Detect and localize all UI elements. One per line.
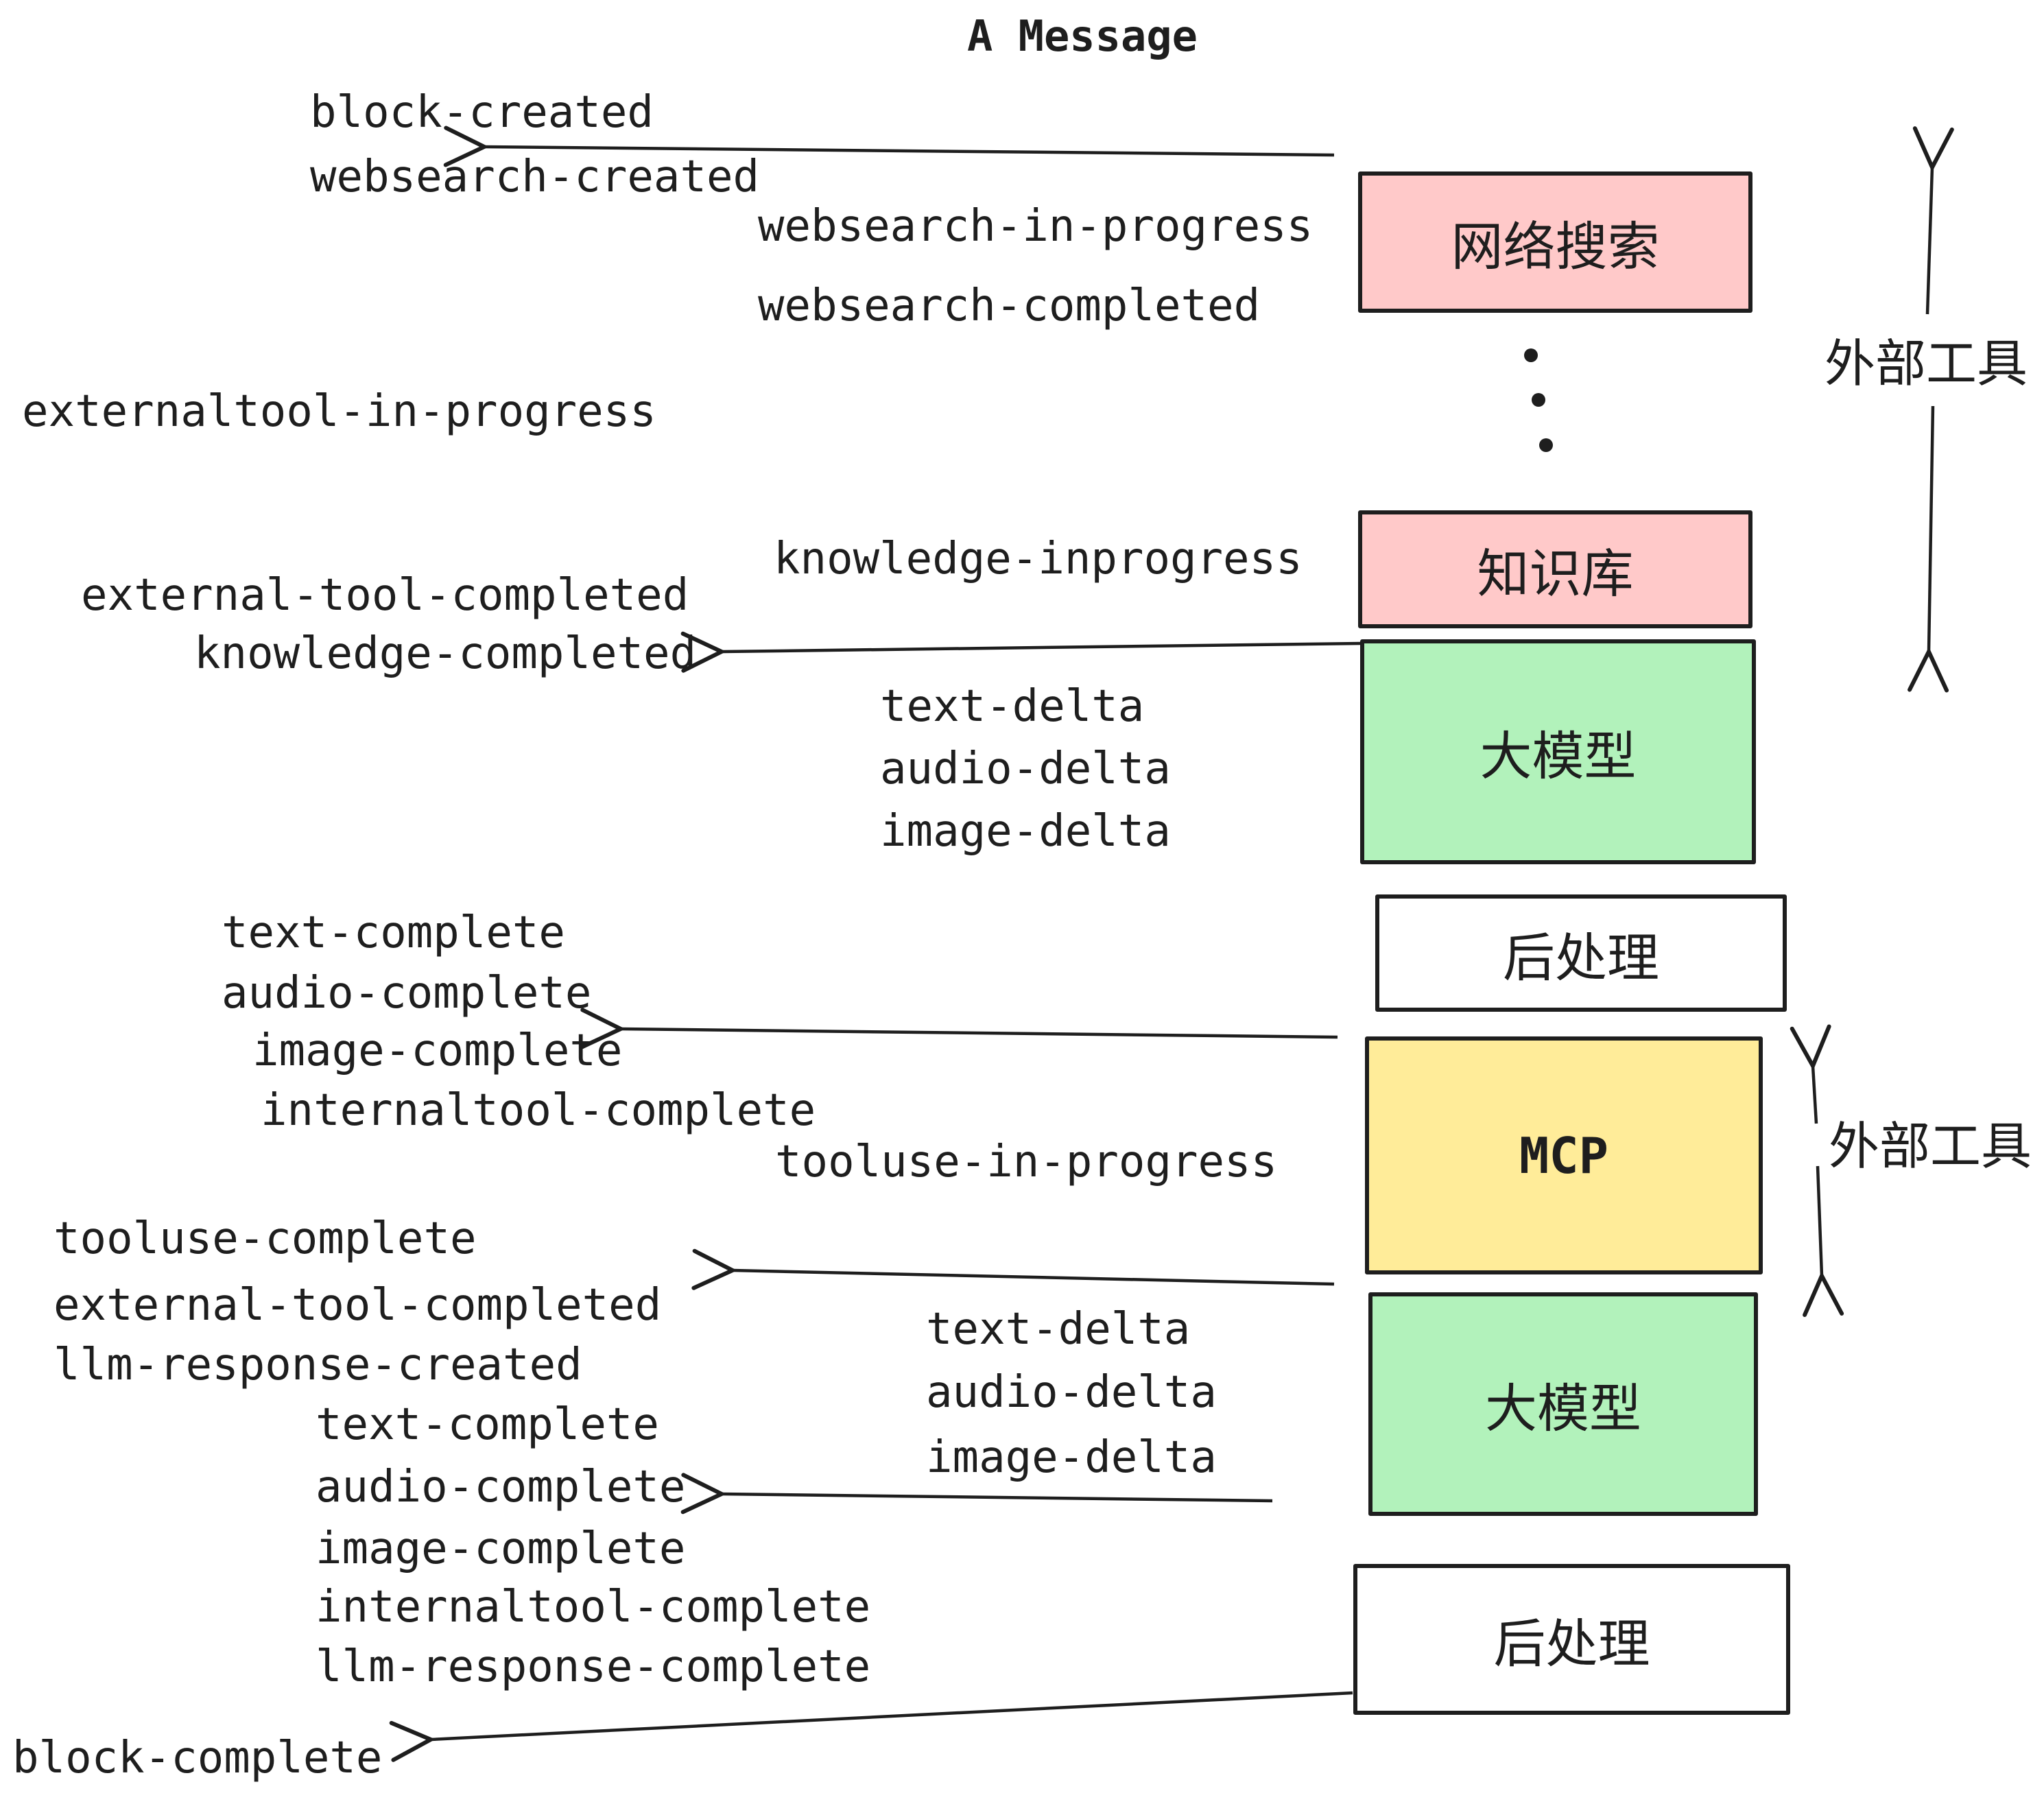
event-image-delta-1: image-delta bbox=[880, 806, 1171, 857]
event-audio-delta-2: audio-delta bbox=[926, 1367, 1217, 1418]
arrow-to-knowledge-completed bbox=[722, 643, 1362, 652]
event-knowledge-completed: knowledge-completed bbox=[194, 628, 697, 679]
box-knowledge-label: 知识库 bbox=[1477, 545, 1634, 604]
box-mcp-label: MCP bbox=[1519, 1126, 1609, 1185]
external-tools-label-mid: 外部工具 bbox=[1829, 1117, 2032, 1175]
box-llm-1-label: 大模型 bbox=[1479, 728, 1637, 786]
event-image-complete-1: image-complete bbox=[252, 1025, 623, 1076]
box-llm-2: 大模型 bbox=[1368, 1292, 1758, 1516]
event-text-delta-2: text-delta bbox=[926, 1304, 1191, 1355]
arrow-to-block-complete bbox=[431, 1691, 1353, 1740]
event-llm-response-complete: llm-response-complete bbox=[316, 1641, 871, 1692]
external-tools-range-top-down-arrow bbox=[1929, 405, 1933, 652]
external-tools-range-top-up-arrow bbox=[1927, 167, 1932, 315]
event-external-tool-completed-1: external-tool-completed bbox=[81, 570, 689, 621]
event-internaltool-complete-2: internaltool-complete bbox=[316, 1582, 871, 1633]
event-tooluse-in-progress: tooluse-in-progress bbox=[775, 1137, 1278, 1187]
box-postprocess-2-label: 后处理 bbox=[1493, 1615, 1650, 1674]
event-text-complete-1: text-complete bbox=[222, 907, 565, 958]
external-tools-range-mid-up-arrow bbox=[1813, 1066, 1816, 1124]
external-tools-label-top: 外部工具 bbox=[1825, 335, 2028, 392]
box-websearch: 网络搜索 bbox=[1358, 171, 1752, 313]
event-llm-response-created: llm-response-created bbox=[54, 1340, 582, 1390]
arrow-to-tooluse-complete bbox=[733, 1270, 1335, 1284]
event-image-delta-2: image-delta bbox=[926, 1432, 1217, 1483]
event-audio-complete-1: audio-complete bbox=[222, 968, 592, 1019]
arrow-to-image-complete bbox=[621, 1029, 1338, 1037]
arrow-to-audio-complete bbox=[722, 1494, 1273, 1501]
box-postprocess-1-label: 后处理 bbox=[1503, 929, 1659, 988]
event-image-complete-2: image-complete bbox=[316, 1523, 686, 1574]
event-tooluse-complete: tooluse-complete bbox=[54, 1213, 477, 1264]
box-postprocess-2: 后处理 bbox=[1353, 1564, 1790, 1715]
box-knowledge: 知识库 bbox=[1358, 510, 1752, 628]
ellipsis-dots-icon bbox=[1524, 348, 1553, 452]
event-text-complete-2: text-complete bbox=[316, 1399, 659, 1450]
box-postprocess-1: 后处理 bbox=[1375, 894, 1787, 1012]
event-text-delta-1: text-delta bbox=[880, 681, 1145, 732]
event-audio-delta-1: audio-delta bbox=[880, 744, 1171, 794]
event-websearch-created: websearch-created bbox=[310, 152, 760, 202]
box-llm-2-label: 大模型 bbox=[1485, 1380, 1641, 1438]
box-mcp: MCP bbox=[1365, 1036, 1763, 1274]
box-websearch-label: 网络搜索 bbox=[1451, 218, 1660, 276]
external-tools-range-mid-down-arrow bbox=[1818, 1165, 1822, 1276]
page-title: A Message bbox=[967, 11, 1198, 61]
event-externaltool-in-progress: externaltool-in-progress bbox=[22, 386, 656, 437]
event-knowledge-inprogress: knowledge-inprogress bbox=[774, 534, 1303, 584]
event-audio-complete-2: audio-complete bbox=[316, 1462, 686, 1512]
event-websearch-in-progress: websearch-in-progress bbox=[758, 201, 1314, 252]
event-internaltool-complete-1: internaltool-complete bbox=[261, 1085, 816, 1136]
box-llm-1: 大模型 bbox=[1360, 639, 1756, 864]
event-block-created: block-created bbox=[310, 87, 654, 138]
event-block-complete: block-complete bbox=[12, 1733, 383, 1783]
event-external-tool-completed-2: external-tool-completed bbox=[54, 1280, 662, 1331]
event-websearch-completed: websearch-completed bbox=[758, 281, 1261, 331]
